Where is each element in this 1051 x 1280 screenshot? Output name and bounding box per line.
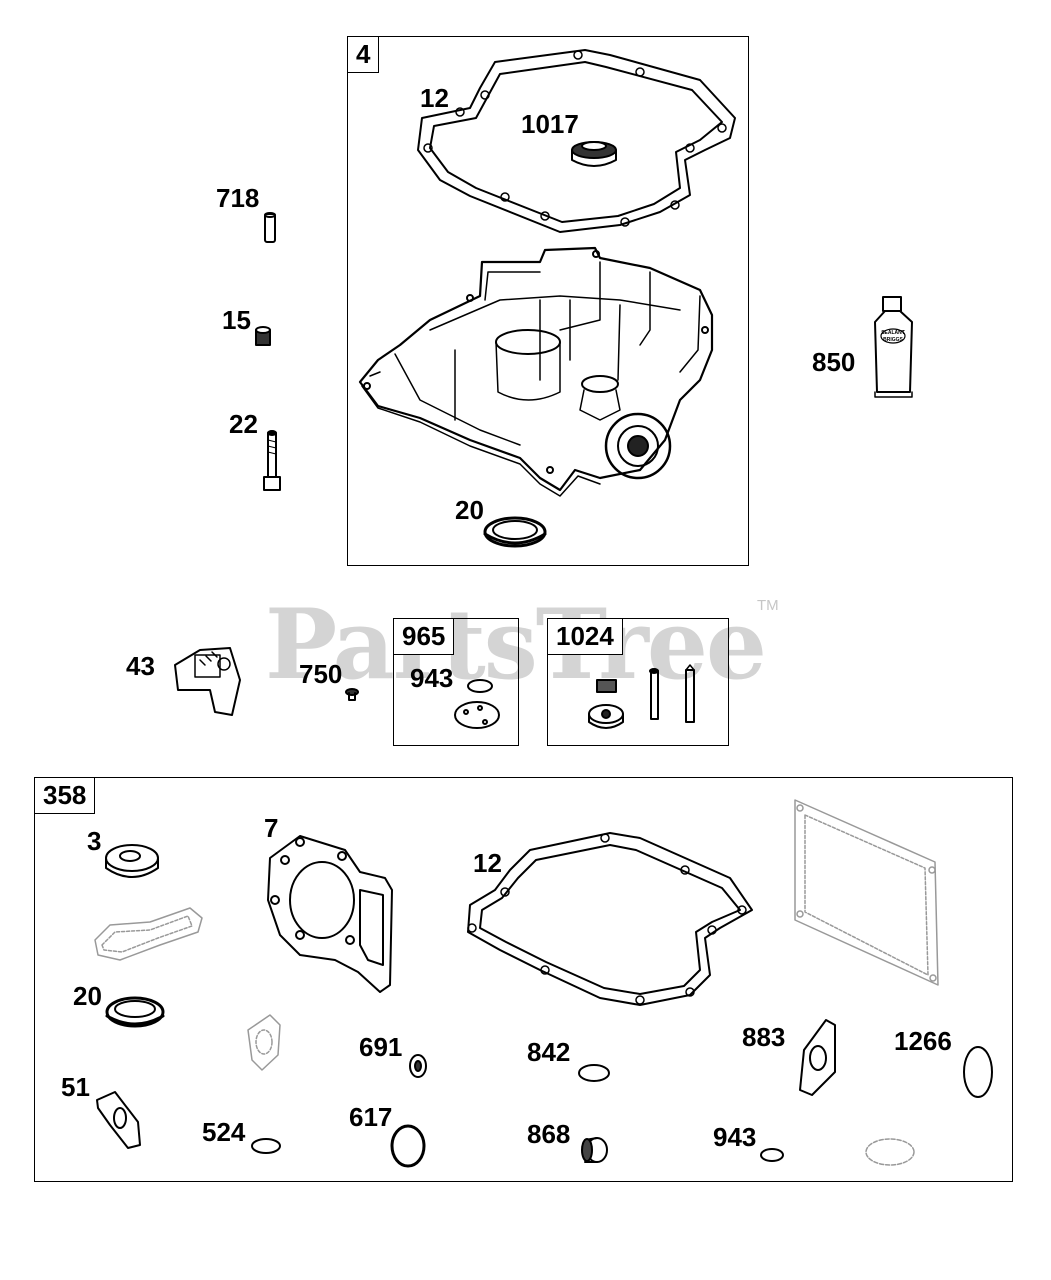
part-868-bushing[interactable] bbox=[581, 1137, 608, 1163]
part-842-oring[interactable] bbox=[578, 1064, 610, 1082]
part-22-bolt[interactable] bbox=[263, 430, 281, 491]
part-850-sealant-tube[interactable] bbox=[874, 296, 913, 398]
callout-20-bottom[interactable]: 20 bbox=[73, 981, 102, 1011]
callout-51[interactable]: 51 bbox=[61, 1072, 90, 1102]
callout-12-top[interactable]: 12 bbox=[420, 83, 449, 113]
oring-grey[interactable] bbox=[865, 1138, 915, 1166]
part-7-head-gasket[interactable] bbox=[267, 835, 393, 993]
kit-965-box: 965 bbox=[393, 618, 519, 746]
part-718-pin[interactable] bbox=[264, 212, 276, 243]
valve-cover-gasket-grey[interactable] bbox=[794, 799, 939, 986]
kit-965-cover[interactable] bbox=[454, 701, 500, 729]
tube-label-line2: BRIGGS bbox=[883, 337, 903, 343]
part-3-seal[interactable] bbox=[105, 844, 159, 878]
part-617-oring[interactable] bbox=[390, 1124, 426, 1168]
kit-1024-tag[interactable]: 1024 bbox=[547, 618, 623, 655]
callout-524[interactable]: 524 bbox=[202, 1117, 246, 1147]
callout-7[interactable]: 7 bbox=[264, 813, 279, 843]
sump-kit-box: 4 bbox=[347, 36, 749, 566]
callout-1017[interactable]: 1017 bbox=[521, 109, 579, 139]
sump-casting[interactable] bbox=[358, 246, 714, 497]
callout-842[interactable]: 842 bbox=[527, 1037, 571, 1067]
sump-kit-tag[interactable]: 4 bbox=[347, 36, 380, 73]
kit-1024-box: 1024 bbox=[547, 618, 729, 746]
part-12-sump-gasket-bottom[interactable] bbox=[467, 832, 753, 1006]
callout-750[interactable]: 750 bbox=[299, 659, 343, 689]
callout-691[interactable]: 691 bbox=[359, 1032, 403, 1062]
part-20-seal-bottom[interactable] bbox=[105, 996, 165, 1028]
callout-617[interactable]: 617 bbox=[349, 1102, 393, 1132]
sump-gasket-top[interactable] bbox=[417, 49, 736, 233]
part-51-gasket[interactable] bbox=[96, 1091, 141, 1149]
gasket-set-box: 358 bbox=[34, 777, 1013, 1182]
callout-718[interactable]: 718 bbox=[216, 183, 260, 213]
small-gasket-grey[interactable] bbox=[247, 1014, 281, 1071]
part-691-seal[interactable] bbox=[409, 1054, 427, 1078]
callout-22[interactable]: 22 bbox=[229, 409, 258, 439]
callout-883[interactable]: 883 bbox=[742, 1022, 786, 1052]
kit-1024-parts[interactable] bbox=[588, 664, 695, 729]
kit-965-tag[interactable]: 965 bbox=[393, 618, 455, 655]
part-750-screw[interactable] bbox=[345, 688, 359, 701]
part-15-plug[interactable] bbox=[255, 326, 271, 346]
callout-20-top[interactable]: 20 bbox=[455, 495, 484, 525]
callout-868[interactable]: 868 bbox=[527, 1119, 571, 1149]
callout-3[interactable]: 3 bbox=[87, 826, 102, 856]
callout-943-bottom[interactable]: 943 bbox=[713, 1122, 757, 1152]
callout-1266[interactable]: 1266 bbox=[894, 1026, 952, 1056]
part-1266-oring[interactable] bbox=[963, 1046, 993, 1098]
part-1017-plug[interactable] bbox=[571, 141, 617, 167]
tube-label-line1: SEALANT bbox=[881, 330, 905, 336]
callout-12-bottom[interactable]: 12 bbox=[473, 848, 502, 878]
part-943-oring-bottom[interactable] bbox=[760, 1148, 784, 1162]
callout-850[interactable]: 850 bbox=[812, 347, 856, 377]
gasket-left-grey[interactable] bbox=[94, 907, 203, 961]
part-524-oring[interactable] bbox=[251, 1138, 281, 1154]
part-883-gasket[interactable] bbox=[799, 1019, 836, 1096]
trademark-mark: TM bbox=[757, 597, 779, 614]
gasket-set-tag[interactable]: 358 bbox=[34, 777, 96, 814]
callout-943-kit[interactable]: 943 bbox=[410, 663, 454, 693]
part-20-seal-top[interactable] bbox=[483, 516, 547, 548]
part-43-governor-assembly[interactable] bbox=[174, 647, 241, 716]
part-943-kit-oring[interactable] bbox=[467, 679, 493, 693]
callout-15[interactable]: 15 bbox=[222, 305, 251, 335]
partstree-watermark: PartsTree bbox=[265, 588, 767, 701]
callout-43[interactable]: 43 bbox=[126, 651, 155, 681]
